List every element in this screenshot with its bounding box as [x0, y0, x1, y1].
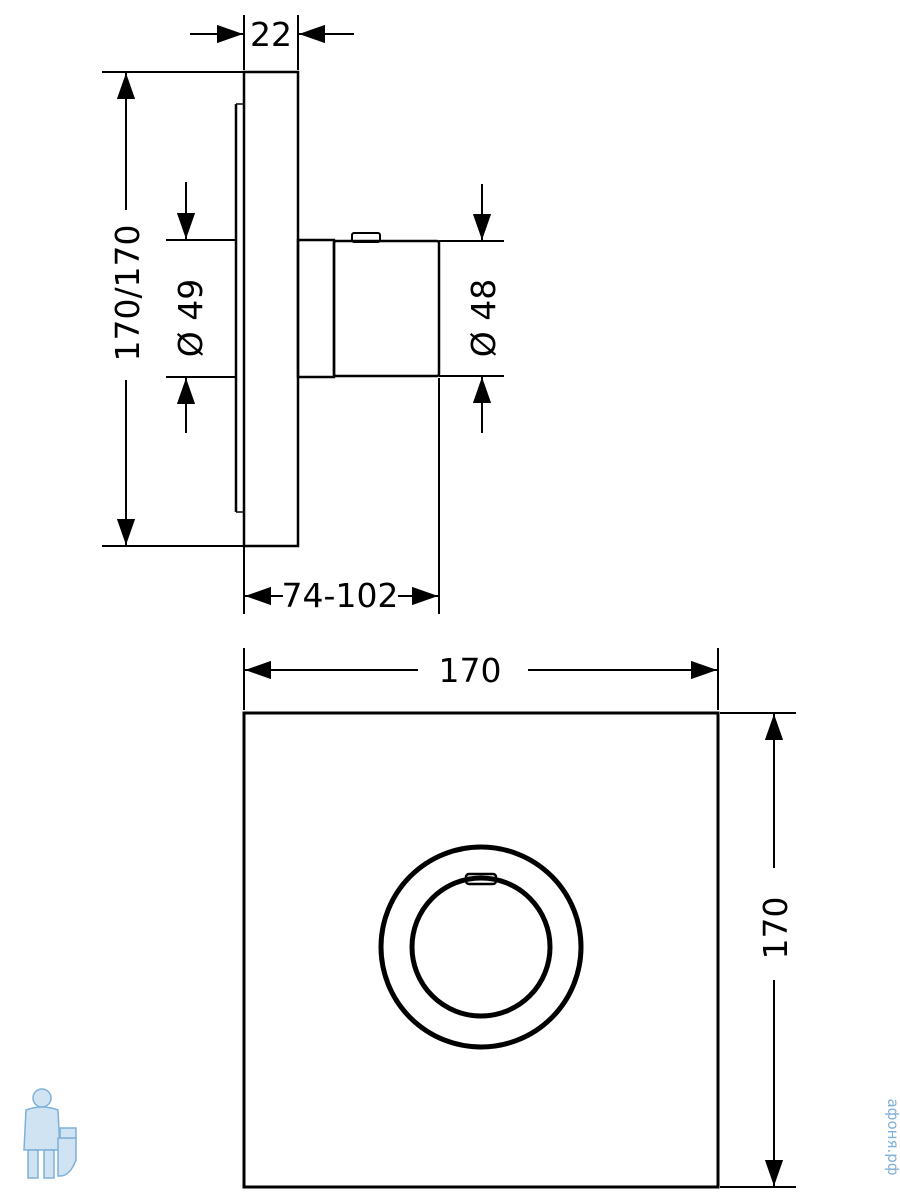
- side-view: [234, 70, 441, 548]
- dim-dia-handle-label: Ø 48: [464, 279, 503, 357]
- dim-width-front: [243, 648, 719, 710]
- dim-depth-range-label: 74-102: [282, 576, 399, 615]
- handle-body-side: [332, 239, 441, 378]
- handle-notch-front: [464, 872, 498, 886]
- dim-height-front: [720, 712, 796, 1188]
- plumber-mascot-icon: [23, 1088, 77, 1179]
- dim-dia-base-label: Ø 49: [171, 279, 210, 357]
- watermark-site-text: афоня.рф: [884, 1098, 900, 1175]
- dim-height-side-label: 170/170: [108, 224, 147, 361]
- dim-plate-depth-label: 22: [250, 15, 292, 54]
- handle-notch-side: [351, 232, 381, 243]
- dim-depth-range: [243, 378, 440, 614]
- dim-height-front-label: 170: [756, 897, 795, 960]
- cover-plate-front: [242, 711, 720, 1189]
- dim-dia-base: [166, 182, 236, 433]
- dim-plate-depth: [190, 15, 354, 70]
- handle-base-side: [296, 238, 336, 379]
- dim-dia-handle: [439, 184, 504, 433]
- cover-plate-side: [242, 70, 300, 548]
- dim-height-side: [102, 71, 244, 547]
- handle-outer-ring: [378, 844, 584, 1050]
- handle-inner-ring: [409, 875, 553, 1019]
- front-view: [242, 711, 720, 1189]
- dim-width-front-label: 170: [439, 651, 502, 690]
